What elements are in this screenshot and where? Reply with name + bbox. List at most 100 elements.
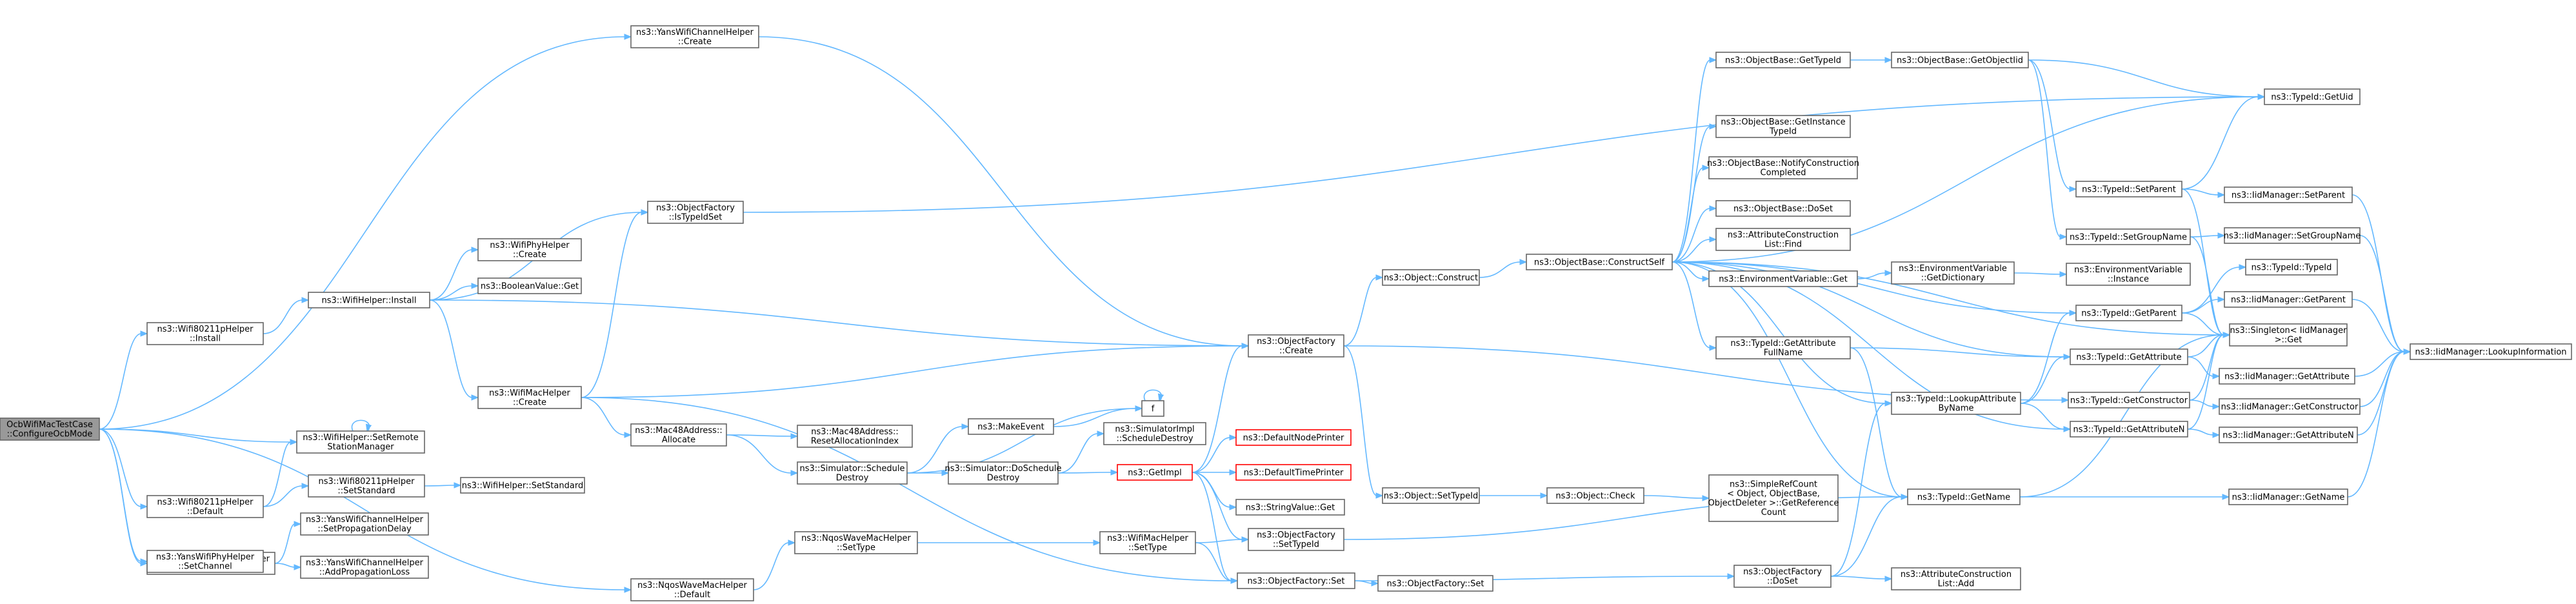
node-label-line: ns3::DefaultNodePrinter xyxy=(1243,433,1344,443)
node-box xyxy=(2070,348,2188,365)
node-defaultnodeprinter[interactable]: ns3::DefaultNodePrinter xyxy=(1235,429,1352,446)
node-envvar-instance[interactable]: ns3::EnvironmentVariable::Instance xyxy=(2066,263,2191,286)
node-label-line: < Object, ObjectBase, xyxy=(1727,489,1820,499)
node-object-check[interactable]: ns3::Object::Check xyxy=(1546,487,1644,504)
node-box xyxy=(1715,200,1851,217)
node-label-line: ns3::EnvironmentVariable xyxy=(1899,264,2007,274)
node-objfactory-settypeid[interactable]: ns3::ObjectFactory::SetTypeId xyxy=(1248,528,1344,551)
node-iidmgr-setparent[interactable]: ns3::IidManager::SetParent xyxy=(2224,186,2353,203)
node-label-line: ns3::TypeId::GetAttribute xyxy=(1730,339,1835,348)
node-defaulttimeprinter[interactable]: ns3::DefaultTimePrinter xyxy=(1235,464,1352,481)
node-box xyxy=(1715,115,1851,138)
node-simplerefcount[interactable]: ns3::SimpleRefCount< Object, ObjectBase,… xyxy=(1708,474,1839,522)
node-getimpl[interactable]: ns3::GetImpl xyxy=(1117,464,1193,481)
edge-line xyxy=(99,36,626,430)
node-object-construct[interactable]: ns3::Object::Construct xyxy=(1382,269,1480,286)
node-iidmgr-getattributen[interactable]: ns3::IidManager::GetAttributeN xyxy=(2219,427,2358,443)
node-iidmgr-getattribute[interactable]: ns3::IidManager::GetAttribute xyxy=(2219,368,2355,385)
node-objbase-doset[interactable]: ns3::ObjectBase::DoSet xyxy=(1715,200,1851,217)
edge-line xyxy=(2351,194,2405,352)
edge-arrowhead xyxy=(1709,123,1717,130)
node-yansphy-setchannel[interactable]: ns3::YansWifiPhyHelper::SetChannel xyxy=(146,550,264,573)
node-label-line: Allocate xyxy=(662,436,695,445)
node-stringvalue-get[interactable]: ns3::StringValue::Get xyxy=(1235,499,1345,516)
node-envvar-get[interactable]: ns3::EnvironmentVariable::Get xyxy=(1708,270,1858,287)
node-objectfactory-set2[interactable]: ns3::ObjectFactory::Set xyxy=(1377,575,1493,592)
node-typeid-setgroupname[interactable]: ns3::TypeId::SetGroupName xyxy=(2066,228,2191,245)
edge-arrowhead xyxy=(2212,432,2221,438)
node-makeevent[interactable]: ns3::MakeEvent xyxy=(968,418,1054,435)
node-nqos-default[interactable]: ns3::NqosWaveMacHelper::Default xyxy=(630,578,754,601)
node-typeid-getattributen[interactable]: ns3::TypeId::GetAttributeN xyxy=(2070,421,2188,438)
edge-line xyxy=(2020,403,2065,430)
node-label-line: ns3::TypeId::GetParent xyxy=(2081,308,2177,318)
node-wifihelper-setstandard[interactable]: ns3::WifiHelper::SetStandard xyxy=(460,477,585,494)
node-singleton-get[interactable]: ns3::Singleton< IidManager>::Get xyxy=(2229,323,2348,347)
node-objfactory-create[interactable]: ns3::ObjectFactory::Create xyxy=(1248,334,1344,357)
node-iidmgr-getparent[interactable]: ns3::IidManager::GetParent xyxy=(2224,291,2353,308)
edge-root-to-wifi80211p-install xyxy=(99,330,148,430)
node-wifiphy-create[interactable]: ns3::WifiPhyHelper::Create xyxy=(477,238,582,261)
node-mac48-allocate[interactable]: ns3::Mac48Address::Allocate xyxy=(630,423,727,447)
node-box xyxy=(300,556,429,579)
node-wifihelper-install[interactable]: ns3::WifiHelper::Install xyxy=(308,292,430,308)
node-yanschan-create[interactable]: ns3::YansWifiChannelHelper::Create xyxy=(630,25,759,48)
node-wifimac-settype[interactable]: ns3::WifiMacHelper::SetType xyxy=(1099,531,1196,554)
edge-typeid-lookupattrbyname-to-typeid-getattributen xyxy=(2020,403,2072,432)
node-iidmgr-getconstructor[interactable]: ns3::IidManager::GetConstructor xyxy=(2219,398,2361,415)
edge-root-to-wifi80211p-default xyxy=(99,428,148,510)
edge-line xyxy=(2187,428,2214,436)
node-label-line: ns3::Wifi80211pHelper xyxy=(319,477,415,487)
node-root[interactable]: OcbWifiMacTestCase::ConfigureOcbMode xyxy=(0,418,100,441)
node-mac48-resetalloc[interactable]: ns3::Mac48Address::ResetAllocationIndex xyxy=(797,425,913,448)
node-typeid-getconstructor[interactable]: ns3::TypeId::GetConstructor xyxy=(2068,392,2190,408)
edge-iidmgr-getattributen-to-iidmgr-lookupinfo xyxy=(2357,348,2411,436)
node-simimpl-scheduledestroy[interactable]: ns3::SimulatorImpl::ScheduleDestroy xyxy=(1103,422,1206,445)
node-objbase-gettypeid[interactable]: ns3::ObjectBase::GetTypeId xyxy=(1715,52,1851,68)
node-typeid-getattribute[interactable]: ns3::TypeId::GetAttribute xyxy=(2070,348,2188,365)
edge-typeid-setgroupname-to-singleton-get xyxy=(2190,236,2231,338)
node-typeid-getname[interactable]: ns3::TypeId::GetName xyxy=(1907,488,2021,505)
node-objbase-constructself[interactable]: ns3::ObjectBase::ConstructSelf xyxy=(1526,254,1673,270)
node-envvar-getdictionary[interactable]: ns3::EnvironmentVariable::GetDictionary xyxy=(1891,261,2015,285)
node-box xyxy=(2219,368,2355,385)
node-booleanvalue-get[interactable]: ns3::BooleanValue::Get xyxy=(477,277,582,294)
node-label-line: ::GetDictionary xyxy=(1921,274,1985,283)
node-wifi80211p-default[interactable]: ns3::Wifi80211pHelper::Default xyxy=(146,495,264,518)
edge-arrowhead xyxy=(1540,492,1548,499)
node-f[interactable]: f xyxy=(1141,400,1164,417)
node-wifimac-create[interactable]: ns3::WifiMacHelper::Create xyxy=(477,386,582,409)
node-objbase-getobjectiid[interactable]: ns3::ObjectBase::GetObjectIid xyxy=(1891,52,2029,68)
node-objbase-notify[interactable]: ns3::ObjectBase::NotifyConstructionCompl… xyxy=(1707,156,1859,179)
node-label-line: ::ConfigureOcbMode xyxy=(7,430,93,439)
node-yanschan-setprop[interactable]: ns3::YansWifiChannelHelper::SetPropagati… xyxy=(300,512,429,536)
node-nqos-settype[interactable]: ns3::NqosWaveMacHelper::SetType xyxy=(794,531,918,554)
node-typeid-getparent[interactable]: ns3::TypeId::GetParent xyxy=(2075,305,2182,321)
node-typeid-setparent[interactable]: ns3::TypeId::SetParent xyxy=(2075,181,2182,197)
node-typeid-typeid[interactable]: ns3::TypeId::TypeId xyxy=(2245,259,2338,276)
node-wifi80211p-install[interactable]: ns3::Wifi80211pHelper::Install xyxy=(146,322,264,345)
node-yanschan-addprop[interactable]: ns3::YansWifiChannelHelper::AddPropagati… xyxy=(300,556,429,579)
node-typeid-getuid[interactable]: ns3::TypeId::GetUid xyxy=(2264,88,2361,105)
node-iidmgr-getname[interactable]: ns3::IidManager::GetName xyxy=(2228,488,2348,505)
edge-wifimac-settype-to-objfactory-set xyxy=(1195,542,1239,584)
node-objfactory-istypeidset[interactable]: ns3::ObjectFactory::IsTypeIdSet xyxy=(647,201,744,224)
node-label-line: ns3::TypeId::LookupAttribute xyxy=(1896,394,2017,404)
node-objfactory-set[interactable]: ns3::ObjectFactory::Set xyxy=(1237,572,1355,589)
node-object-settypeid[interactable]: ns3::Object::SetTypeId xyxy=(1382,487,1480,504)
node-iidmgr-setgroupname[interactable]: ns3::IidManager::SetGroupName xyxy=(2224,227,2361,244)
node-box xyxy=(948,461,1059,485)
edge-arrowhead xyxy=(1727,573,1735,579)
node-iidmgr-lookupinfo[interactable]: ns3::IidManager::LookupInformation xyxy=(2410,343,2572,360)
node-sim-scheduledestroy[interactable]: ns3::Simulator::ScheduleDestroy xyxy=(797,461,908,485)
node-objfactory-doset[interactable]: ns3::ObjectFactory::DoSet xyxy=(1733,565,1832,588)
node-wifi80211p-setstandard[interactable]: ns3::Wifi80211pHelper::SetStandard xyxy=(308,474,425,498)
